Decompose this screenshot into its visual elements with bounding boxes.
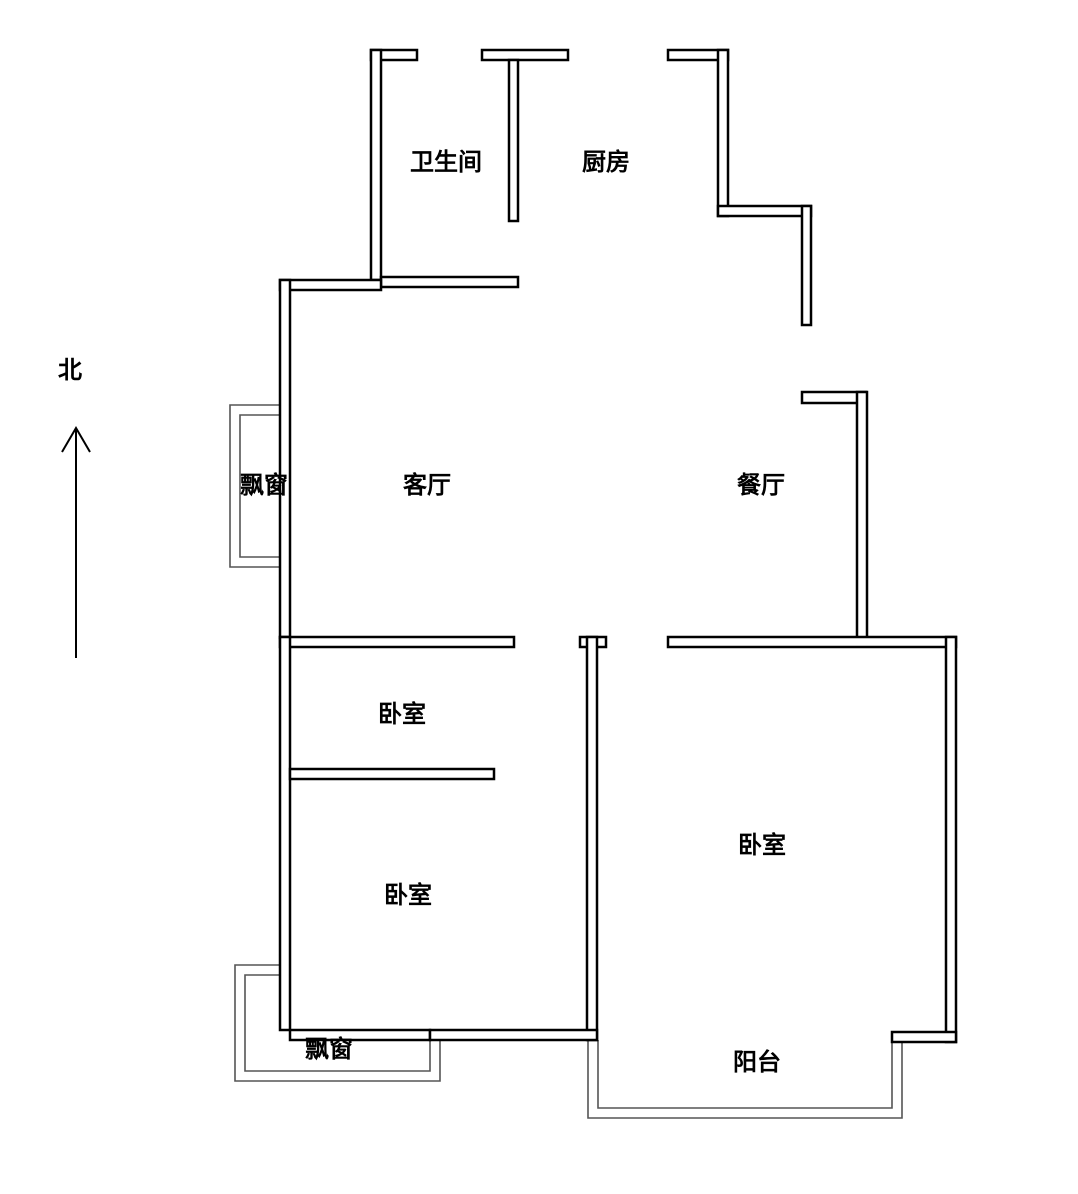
room-label-bedroom-master: 卧室 xyxy=(738,831,786,859)
room-label-kitchen: 厨房 xyxy=(582,148,630,176)
walls xyxy=(278,48,958,1044)
balcony-outline xyxy=(587,1040,903,1119)
room-label-living-room: 客厅 xyxy=(403,471,451,499)
room-label-bedroom-south: 卧室 xyxy=(384,881,432,909)
room-label-bay-window-south: 飘窗 xyxy=(305,1035,353,1063)
room-label-balcony: 阳台 xyxy=(733,1048,781,1076)
room-labels: 卫生间 厨房 飘窗 客厅 餐厅 卧室 卧室 卧室 飘窗 阳台 xyxy=(240,148,786,1076)
north-arrow-head xyxy=(61,426,91,453)
north-compass: 北 xyxy=(58,356,91,658)
room-label-bay-window-west: 飘窗 xyxy=(240,471,288,499)
bay-window-west-outline xyxy=(229,404,282,568)
room-label-bathroom: 卫生间 xyxy=(410,148,482,176)
bay-window-south-outline xyxy=(234,964,441,1082)
room-label-bedroom-north: 卧室 xyxy=(378,700,426,728)
north-label: 北 xyxy=(58,356,82,384)
room-label-dining-room: 餐厅 xyxy=(737,471,785,499)
